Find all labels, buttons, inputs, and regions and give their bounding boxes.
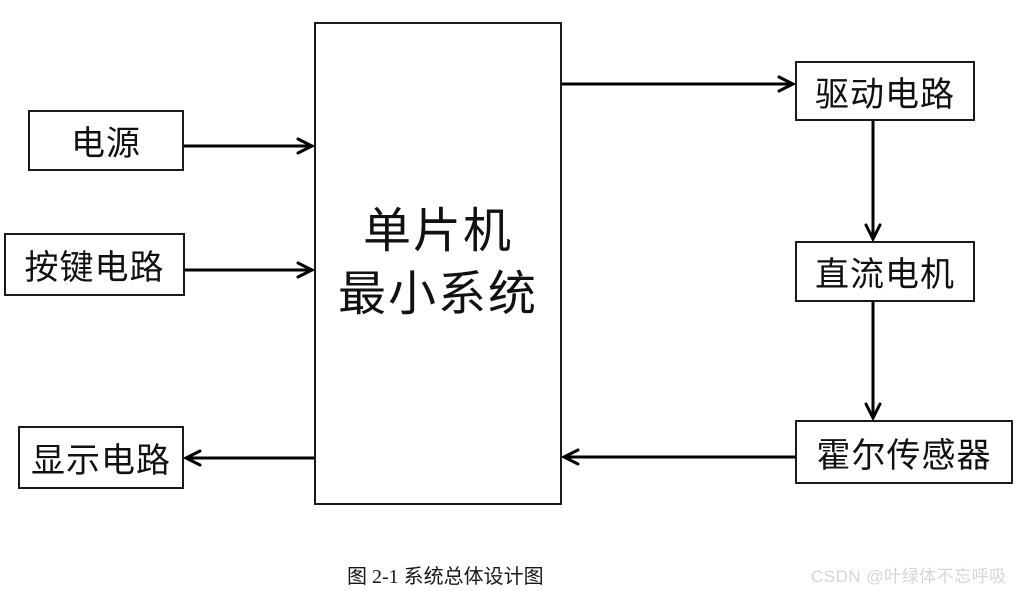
block-display: 显示电路 [18, 426, 184, 489]
block-display-label: 显示电路 [31, 443, 171, 480]
block-driver-label: 驱动电路 [815, 76, 955, 114]
block-hall-label: 霍尔传感器 [816, 437, 992, 475]
csdn-watermark: CSDN @叶绿体不忘呼吸 [811, 567, 1007, 586]
block-motor-label: 直流电机 [815, 257, 955, 294]
block-mcu-label-line1: 单片机 [362, 205, 513, 259]
block-hall-sensor: 霍尔传感器 [795, 420, 1013, 484]
block-power: 电源 [28, 110, 184, 171]
block-mcu-label-line2: 最小系统 [337, 267, 538, 321]
block-mcu-minimal-system: 单片机 最小系统 [314, 22, 562, 505]
figure-caption: 图 2-1 系统总体设计图 [347, 566, 544, 588]
block-keypad: 按键电路 [4, 233, 185, 296]
block-power-label: 电源 [71, 126, 141, 163]
block-dc-motor: 直流电机 [795, 241, 975, 302]
block-driver-circuit: 驱动电路 [795, 61, 975, 121]
block-keypad-label: 按键电路 [24, 250, 165, 287]
